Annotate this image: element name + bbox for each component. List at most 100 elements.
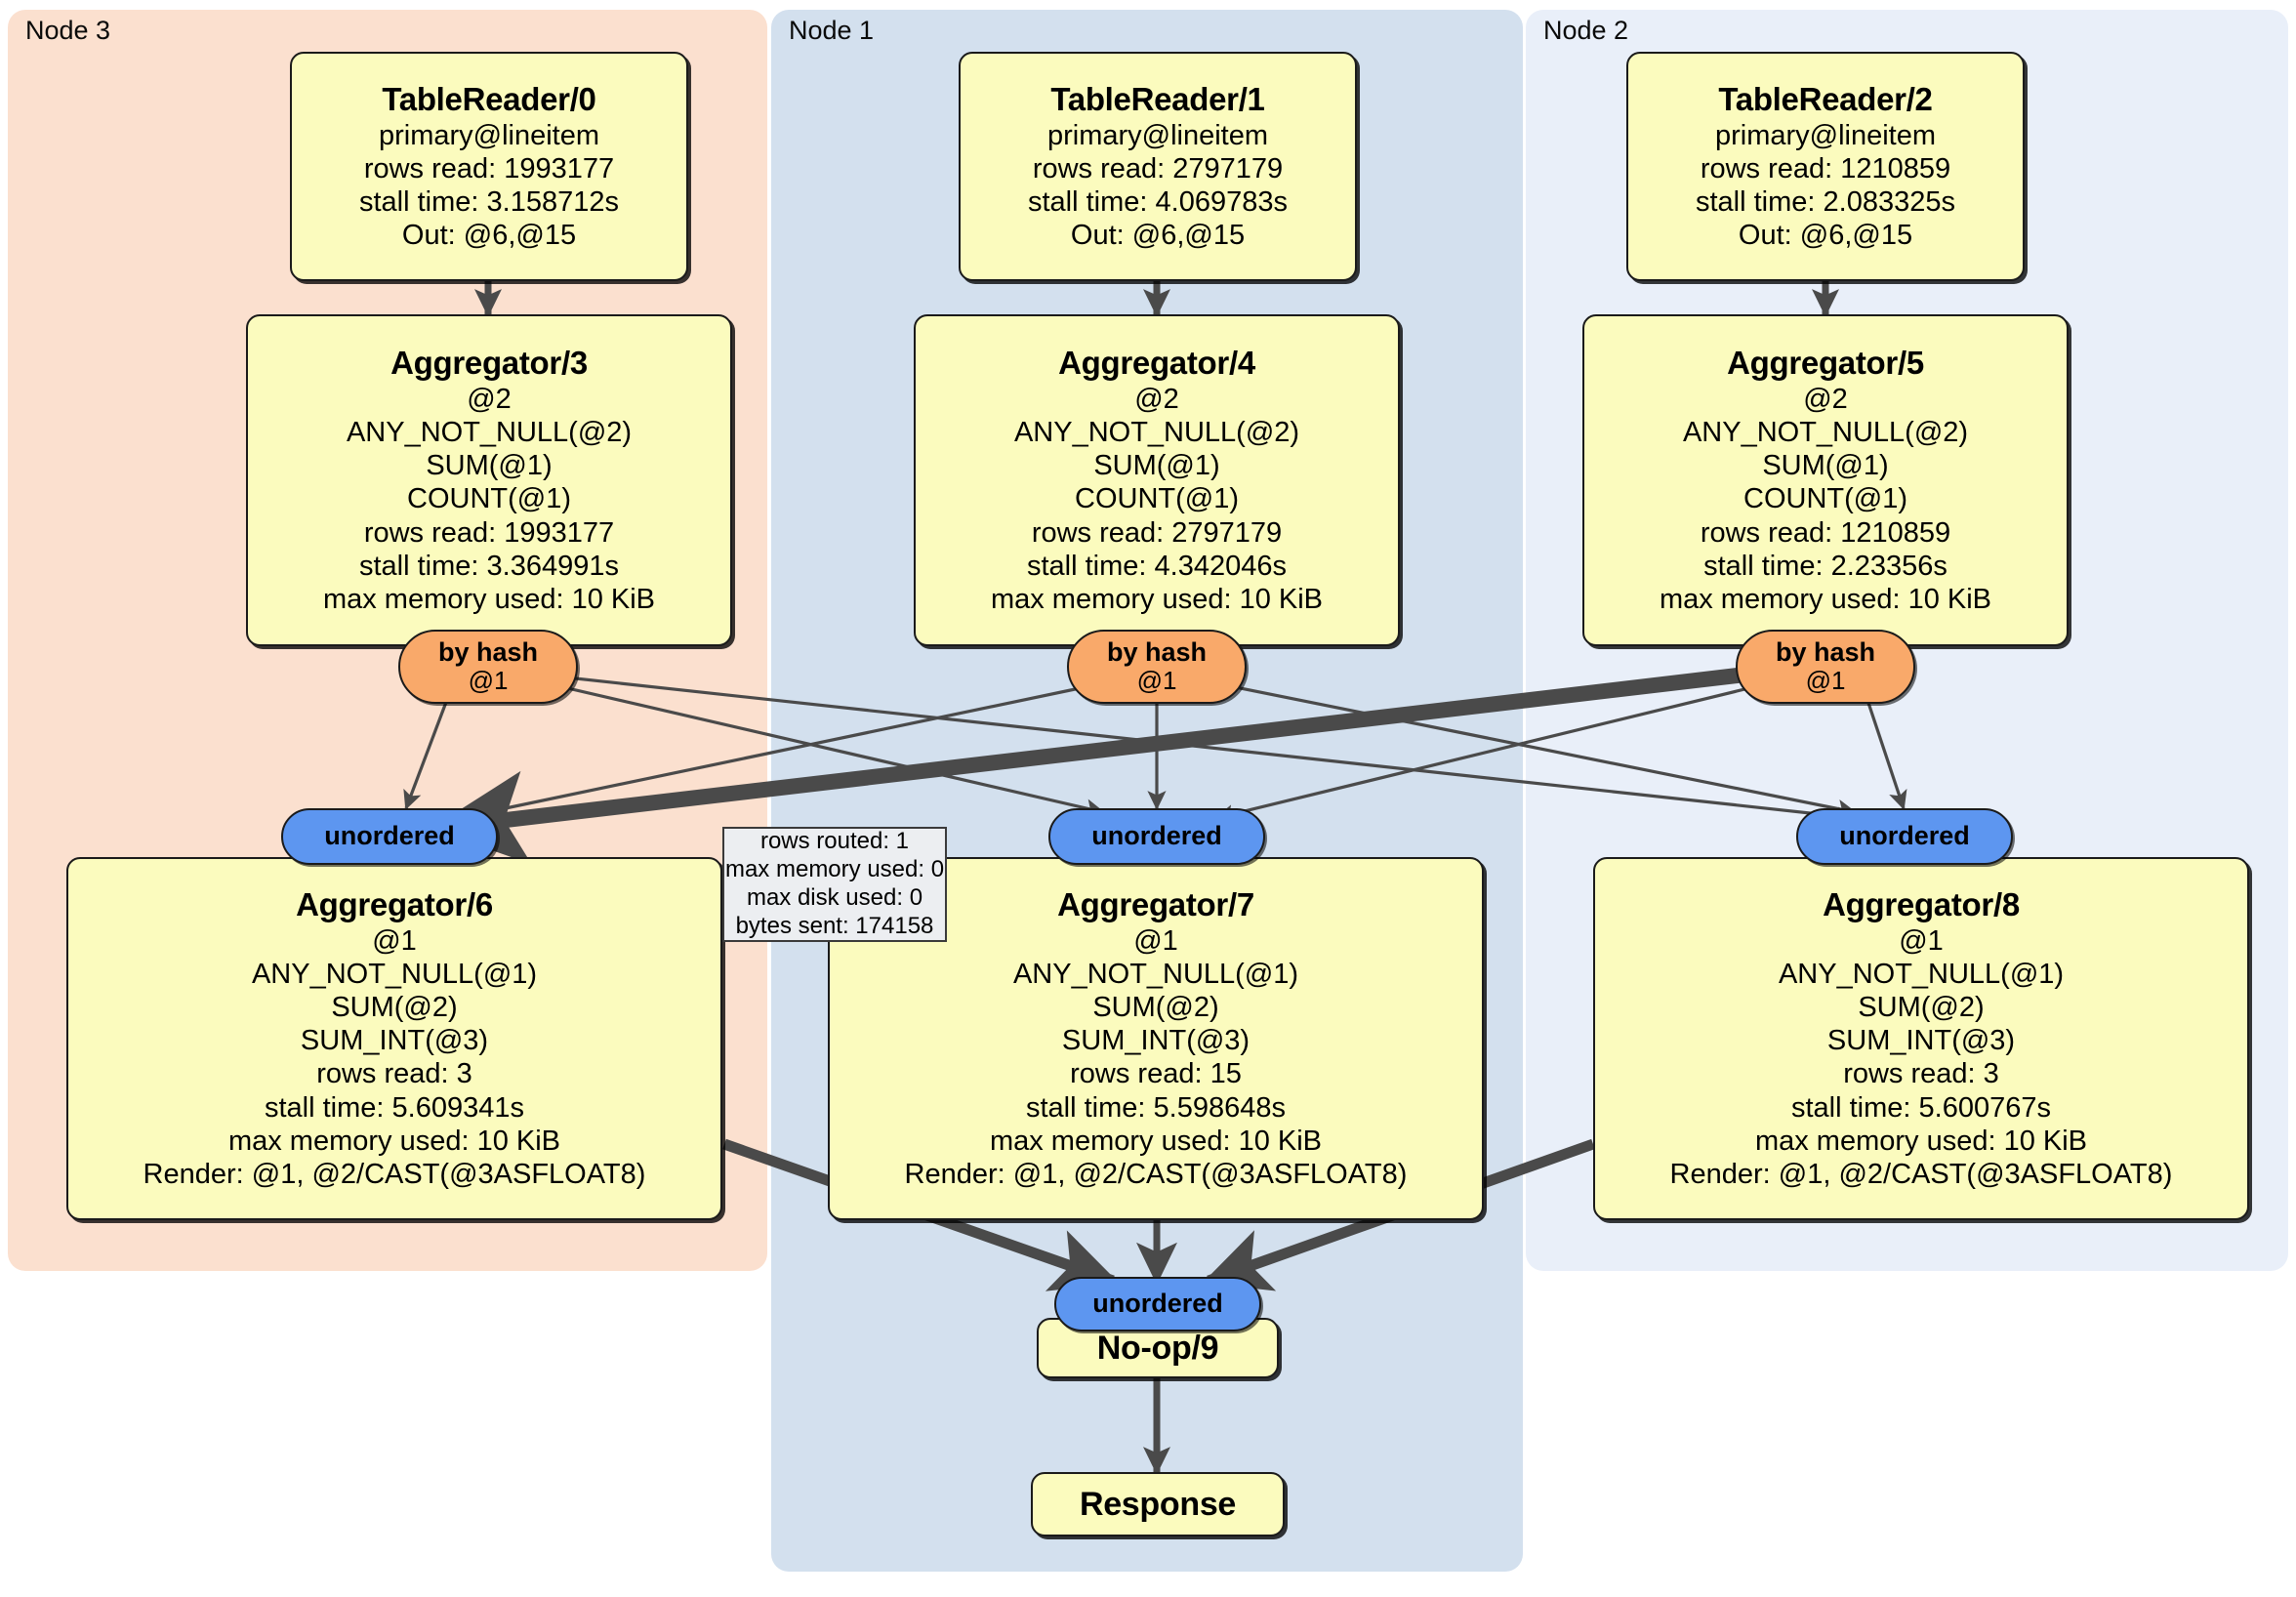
node-line: stall time: 2.083325s: [1696, 185, 1955, 218]
node-line: ANY_NOT_NULL(@1): [251, 959, 538, 991]
node-response[interactable]: Response: [1031, 1472, 1285, 1536]
node-line: SUM_INT(@3): [300, 1025, 489, 1057]
node-line: rows read: 15: [1070, 1058, 1242, 1090]
node-line: max memory used: 10 KiB: [227, 1125, 561, 1157]
node-title: TableReader/2: [1718, 80, 1933, 117]
router-by-hash-mid[interactable]: by hash @1: [1067, 630, 1247, 704]
node-line: max memory used: 10 KiB: [990, 583, 1324, 615]
node-line: Render: @1, @2/CAST(@3ASFLOAT8): [904, 1158, 1408, 1190]
sync-unordered-final[interactable]: unordered: [1054, 1277, 1261, 1331]
node-line: ANY_NOT_NULL(@2): [1682, 417, 1969, 449]
node-line: Out: @6,@15: [401, 220, 577, 252]
node-line: rows read: 1210859: [1700, 516, 1951, 549]
node-title: Aggregator/7: [1057, 886, 1254, 923]
node-line: COUNT(@1): [407, 483, 571, 515]
node-aggregator6[interactable]: Aggregator/6 @1 ANY_NOT_NULL(@1) SUM(@2)…: [66, 857, 722, 1220]
node-tablereader0[interactable]: TableReader/0 primary@lineitem rows read…: [290, 52, 688, 281]
node-line: ANY_NOT_NULL(@2): [346, 417, 633, 449]
router-sublabel: @1: [468, 666, 509, 696]
node-line: @2: [467, 384, 512, 416]
sync-unordered-left[interactable]: unordered: [281, 808, 498, 865]
stat-line: max memory used: 0: [724, 856, 945, 883]
node-line: max memory used: 10 KiB: [1754, 1125, 2088, 1157]
node-line: primary@lineitem: [378, 119, 600, 151]
node-line: max memory used: 10 KiB: [322, 583, 656, 615]
node-line: primary@lineitem: [1046, 119, 1269, 151]
node-line: @2: [1803, 384, 1848, 416]
node-line: COUNT(@1): [1743, 483, 1907, 515]
node-line: COUNT(@1): [1075, 483, 1239, 515]
node-aggregator8[interactable]: Aggregator/8 @1 ANY_NOT_NULL(@1) SUM(@2)…: [1593, 857, 2249, 1220]
stat-line: rows routed: 1: [759, 828, 910, 855]
node-line: stall time: 5.600767s: [1791, 1091, 2051, 1124]
stream-stats-box: rows routed: 1 max memory used: 0 max di…: [722, 827, 947, 942]
router-by-hash-right[interactable]: by hash @1: [1736, 630, 1915, 704]
node-line: stall time: 3.158712s: [359, 185, 619, 218]
node-line: SUM(@1): [1762, 450, 1889, 482]
node-aggregator4[interactable]: Aggregator/4 @2 ANY_NOT_NULL(@2) SUM(@1)…: [914, 314, 1400, 646]
node-line: @1: [1899, 925, 1944, 958]
node-line: ANY_NOT_NULL(@1): [1012, 959, 1299, 991]
node-line: rows read: 2797179: [1032, 152, 1284, 184]
sync-label: unordered: [324, 821, 455, 851]
node-title: Aggregator/3: [390, 345, 588, 382]
node-line: SUM(@1): [426, 450, 553, 482]
stat-line: max disk used: 0: [746, 884, 923, 911]
node-line: stall time: 3.364991s: [359, 550, 619, 582]
node-line: SUM(@2): [331, 992, 458, 1024]
node-title: Aggregator/4: [1058, 345, 1255, 382]
node-line: SUM_INT(@3): [1061, 1025, 1250, 1057]
node-aggregator5[interactable]: Aggregator/5 @2 ANY_NOT_NULL(@2) SUM(@1)…: [1582, 314, 2069, 646]
node-line: ANY_NOT_NULL(@2): [1013, 417, 1300, 449]
node-line: rows read: 1993177: [363, 516, 615, 549]
node-line: rows read: 3: [1843, 1058, 1999, 1090]
router-label: by hash: [437, 636, 539, 667]
node-line: Out: @6,@15: [1070, 220, 1246, 252]
node-line: rows read: 1210859: [1700, 152, 1951, 184]
node-line: Render: @1, @2/CAST(@3ASFLOAT8): [1669, 1158, 2173, 1190]
node-line: SUM(@2): [1092, 992, 1219, 1024]
node-line: ANY_NOT_NULL(@1): [1778, 959, 2065, 991]
node-tablereader2[interactable]: TableReader/2 primary@lineitem rows read…: [1626, 52, 2025, 281]
node-line: stall time: 4.069783s: [1028, 185, 1288, 218]
node-line: rows read: 3: [316, 1058, 472, 1090]
node-line: rows read: 1993177: [363, 152, 615, 184]
node-line: rows read: 2797179: [1031, 516, 1283, 549]
node-line: primary@lineitem: [1714, 119, 1937, 151]
router-sublabel: @1: [1805, 666, 1846, 696]
node-line: Render: @1, @2/CAST(@3ASFLOAT8): [143, 1158, 646, 1190]
sync-unordered-right[interactable]: unordered: [1796, 808, 2013, 865]
node-line: @1: [372, 925, 417, 958]
router-sublabel: @1: [1136, 666, 1177, 696]
cluster-label-node2: Node 2: [1543, 16, 1629, 45]
cluster-label-node3: Node 3: [25, 16, 111, 45]
stat-line: bytes sent: 174158: [735, 912, 934, 939]
router-label: by hash: [1775, 636, 1876, 667]
node-title: Response: [1079, 1485, 1237, 1523]
cluster-label-node1: Node 1: [789, 16, 875, 45]
node-line: max memory used: 10 KiB: [1659, 583, 1992, 615]
node-tablereader1[interactable]: TableReader/1 primary@lineitem rows read…: [959, 52, 1357, 281]
node-line: max memory used: 10 KiB: [989, 1125, 1323, 1157]
node-line: stall time: 4.342046s: [1027, 550, 1287, 582]
node-line: SUM(@1): [1093, 450, 1220, 482]
sync-label: unordered: [1839, 821, 1970, 851]
sync-label: unordered: [1092, 1289, 1223, 1319]
router-label: by hash: [1106, 636, 1208, 667]
node-line: @1: [1133, 925, 1178, 958]
sync-label: unordered: [1091, 821, 1222, 851]
router-by-hash-left[interactable]: by hash @1: [398, 630, 578, 704]
node-line: stall time: 2.23356s: [1703, 550, 1948, 582]
node-title: Aggregator/8: [1823, 886, 2020, 923]
node-title: No-op/9: [1096, 1329, 1219, 1367]
node-line: @2: [1134, 384, 1179, 416]
node-line: stall time: 5.609341s: [265, 1091, 524, 1124]
node-title: TableReader/0: [382, 80, 596, 117]
node-line: stall time: 5.598648s: [1026, 1091, 1286, 1124]
node-title: Aggregator/6: [296, 886, 493, 923]
node-aggregator3[interactable]: Aggregator/3 @2 ANY_NOT_NULL(@2) SUM(@1)…: [246, 314, 732, 646]
sync-unordered-mid[interactable]: unordered: [1048, 808, 1265, 865]
node-line: SUM_INT(@3): [1826, 1025, 2016, 1057]
node-line: SUM(@2): [1858, 992, 1985, 1024]
